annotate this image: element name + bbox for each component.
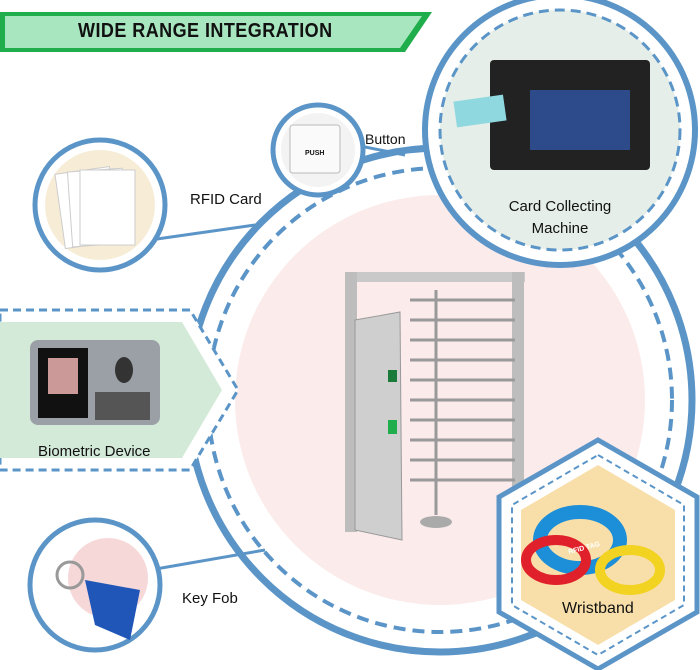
wristband-label: Wristband bbox=[562, 600, 634, 617]
rfid-cards-image bbox=[54, 166, 136, 250]
wristband-image bbox=[521, 505, 665, 595]
turnstile-image bbox=[345, 272, 525, 541]
key-fob-label: Key Fob bbox=[182, 590, 238, 607]
rfid-card-label: RFID Card bbox=[190, 191, 262, 208]
button-label: Button bbox=[365, 131, 406, 147]
key-fob-image bbox=[55, 560, 140, 640]
card-collecting-machine-image bbox=[453, 60, 650, 170]
biometric-label: Biometric Device bbox=[38, 443, 151, 460]
card-machine-label-line2: Machine bbox=[531, 220, 589, 237]
card-machine-label-line1: Card Collecting bbox=[508, 198, 612, 215]
push-label: PUSH bbox=[305, 150, 325, 157]
title-banner: WIDE RANGE INTEGRATION bbox=[0, 12, 440, 52]
biometric-device-image bbox=[30, 340, 160, 425]
page-title: WIDE RANGE INTEGRATION bbox=[78, 20, 333, 42]
push-button-image bbox=[289, 124, 341, 174]
